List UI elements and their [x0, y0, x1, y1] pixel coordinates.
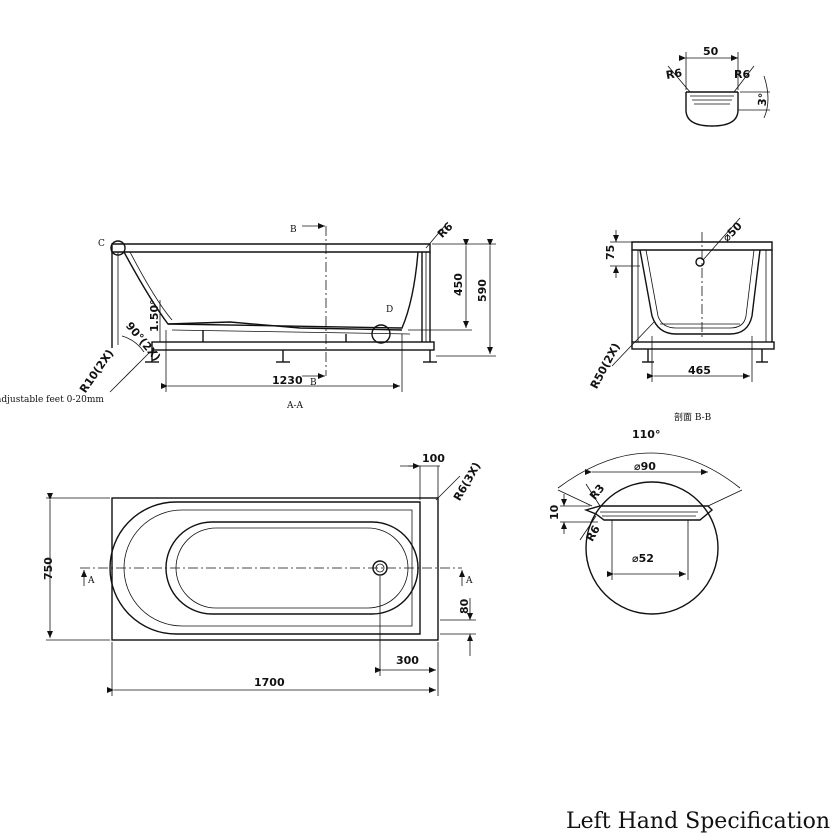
drain-outer-diameter: ⌀90 [634, 460, 656, 473]
adjustable-feet-note: adjustable feet 0-20mm [0, 395, 104, 405]
detail-d-marker [371, 324, 391, 344]
adjustable-foot [145, 330, 437, 363]
section-a-a-caption: A-A [286, 401, 304, 411]
end-width-dim: 465 [688, 364, 711, 377]
drain-thickness: 10 [548, 504, 561, 520]
plan-width-dim: 750 [42, 557, 55, 580]
section-b-top-label: B [290, 225, 297, 235]
specification-title: Left Hand Specification [566, 809, 830, 834]
plan-top-offset: 100 [422, 452, 445, 465]
plan-length-dim: 1700 [254, 676, 285, 689]
drain-small-radius: R3 [587, 482, 607, 503]
plan-edge-dim: 80 [458, 598, 471, 614]
plan-corner-radius: R6(3X) [451, 460, 483, 503]
section-a-left-label: A [87, 576, 95, 586]
plan-view: A A 100 R6(3X) 750 80 300 1700 [42, 452, 483, 696]
drain-inner-diameter: ⌀52 [632, 552, 654, 565]
side-section-a-a: C D B B R6 450 590 1.50° 90°(2X) R10(2X)… [0, 220, 496, 411]
end-radius: R50(2X) [588, 341, 623, 391]
section-a-right-label: A [465, 576, 473, 586]
rim-radius-label: R6 [435, 220, 456, 241]
floor-slope: 1.50° [148, 299, 161, 332]
depth-dim: 450 [452, 273, 465, 296]
section-b-b-caption: 剖面 B-B [674, 411, 712, 423]
end-section-b-b: ⌀50 75 R50(2X) 465 剖面 B-B [588, 217, 775, 423]
overflow-hole [695, 257, 705, 267]
inner-length-dim: 1230 [272, 374, 303, 387]
detail-c-marker [110, 240, 126, 256]
drain-angle: 110° [632, 428, 660, 441]
plan-drain-offset: 300 [396, 654, 419, 667]
profile-width-dim: 50 [703, 45, 719, 58]
profile-angle: 3° [756, 92, 770, 106]
overflow-diameter: ⌀50 [720, 219, 745, 244]
rim-profile-detail: 50 R6 R6 3° [665, 45, 770, 127]
detail-c-label: C [98, 239, 105, 249]
detail-d-label: D [386, 305, 393, 315]
drain-detail-d: 110° ⌀90 ⌀52 R3 10 R6 [548, 428, 743, 615]
corner-radius: R10(2X) [77, 347, 116, 395]
profile-radius-left: R6 [665, 66, 683, 82]
height-dim: 590 [476, 279, 489, 302]
rim-height-dim: 75 [604, 245, 617, 260]
profile-radius-right: R6 [734, 68, 750, 81]
section-b-bottom-label: B [310, 378, 317, 388]
